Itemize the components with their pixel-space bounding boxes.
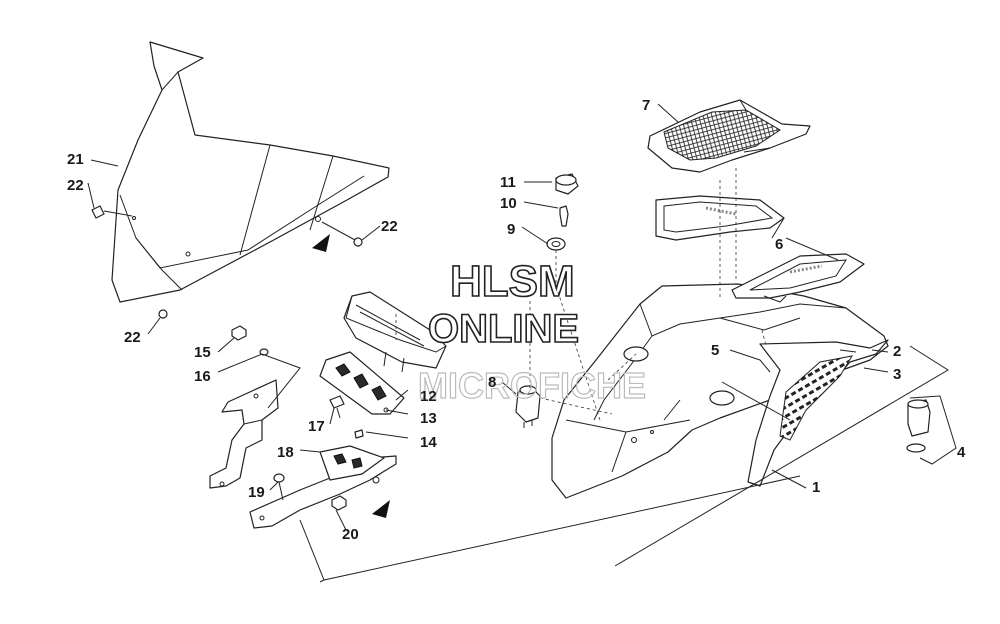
screw-17 [329, 395, 345, 419]
bolt-15 [231, 325, 247, 341]
watermark-line-1: HLSM [450, 257, 575, 306]
callout-7: 7 [642, 97, 650, 114]
callout-6: 6 [775, 236, 783, 253]
callout-4: 4 [957, 444, 966, 461]
callout-8: 8 [488, 374, 496, 391]
callout-19: 19 [248, 484, 265, 501]
watermark: MICROFICHE ONLINE HLSM [417, 256, 646, 406]
callout-12: 12 [420, 388, 437, 405]
callout-11: 11 [500, 174, 516, 191]
callout-10: 10 [500, 195, 517, 212]
side-window-6-lower [731, 253, 865, 303]
callout-13: 13 [420, 410, 437, 427]
callout-2: 2 [893, 343, 901, 360]
callout-21: 21 [67, 151, 84, 168]
side-panel [747, 339, 889, 487]
callout-14: 14 [420, 434, 437, 451]
spacer-14 [354, 429, 364, 439]
arrow-icon [312, 234, 330, 252]
callout-15: 15 [194, 344, 211, 361]
watermark-line-2: ONLINE [428, 307, 579, 351]
mesh-grille-7 [647, 99, 811, 173]
callout-5: 5 [711, 342, 719, 359]
ignition-switch-8 [515, 385, 541, 428]
callout-17: 17 [308, 418, 325, 435]
callout-1: 1 [812, 479, 820, 496]
front-hood [551, 283, 889, 499]
callout-16: 16 [194, 368, 211, 385]
watermark-line-3: MICROFICHE [418, 365, 646, 406]
mount-bracket-left [209, 379, 279, 489]
callout-20: 20 [342, 526, 359, 543]
screw-19 [273, 473, 285, 501]
alignment-lines [395, 168, 767, 421]
windshield [111, 41, 390, 303]
leader-lines [87, 103, 957, 583]
key-10 [559, 205, 569, 227]
callout-22-right: 22 [381, 218, 398, 235]
screw-22-bottom [158, 309, 168, 319]
gauge-cluster [343, 291, 447, 373]
callout-22-left: 22 [67, 177, 84, 194]
screw-22-right [321, 221, 363, 247]
gauge-bracket [319, 351, 405, 415]
key-nut-9 [546, 237, 566, 251]
callout-9: 9 [507, 221, 515, 238]
callout-labels: 1 2 3 4 5 6 7 8 9 10 11 12 13 14 15 16 1… [67, 97, 966, 543]
callout-22-bottom: 22 [124, 329, 141, 346]
switch-assembly-4 [906, 399, 931, 453]
callout-18: 18 [277, 444, 294, 461]
callout-3: 3 [893, 366, 901, 383]
arrow-icon [372, 500, 390, 518]
ignition-cap-11 [555, 173, 579, 195]
mount-bracket-lower [249, 445, 397, 529]
screw-22-left [91, 205, 133, 219]
nut-20 [331, 495, 347, 511]
